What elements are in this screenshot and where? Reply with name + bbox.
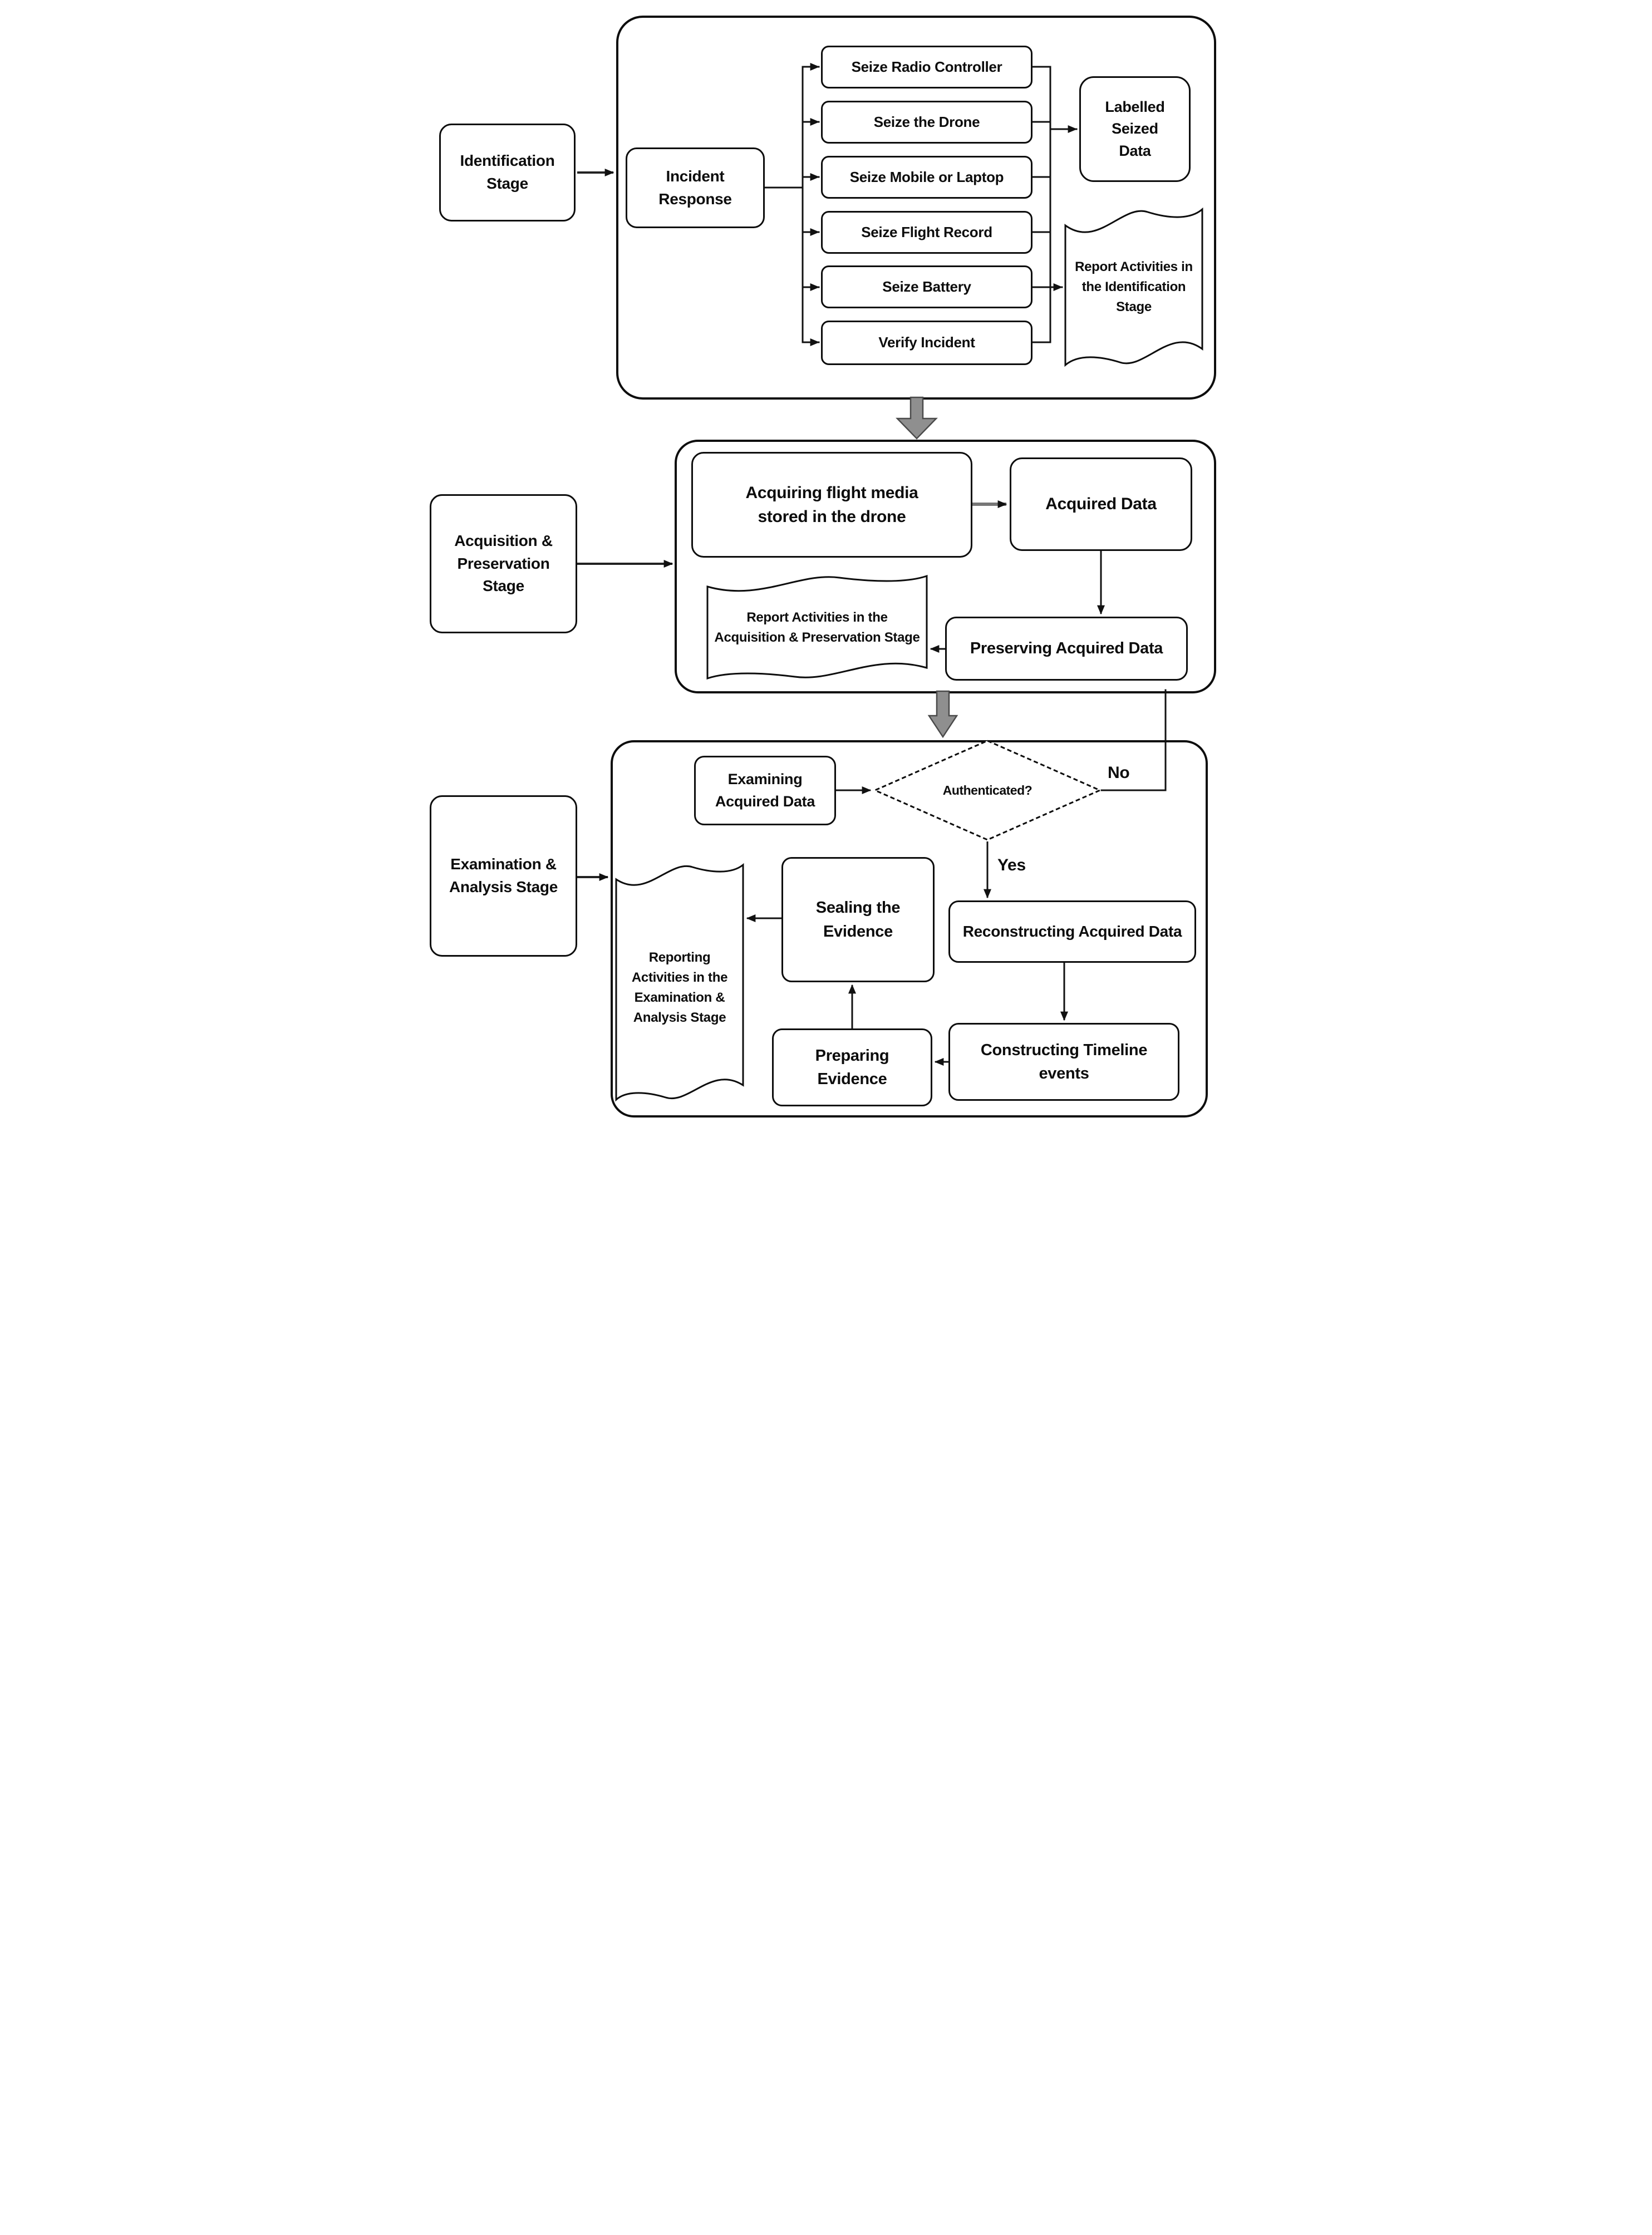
- report-acquisition-flag: Report Activities in the Acquisition & P…: [706, 572, 928, 682]
- acquisition-stage-box: Acquisition & Preservation Stage: [430, 494, 577, 633]
- incident-response-box: Incident Response: [626, 147, 765, 228]
- authenticated-decision-label: Authenticated?: [942, 782, 1032, 797]
- authenticated-decision-diamond: Authenticated?: [873, 739, 1102, 841]
- report-examination-label: Reporting Activities in the Examination …: [631, 950, 728, 1025]
- seize-the-drone-box: Seize the Drone: [821, 101, 1032, 144]
- preserving-acquired-data-box: Preserving Acquired Data: [945, 617, 1188, 681]
- block-arrow-stage1-to-stage2: [896, 396, 938, 440]
- constructing-timeline-box: Constructing Timeline events: [948, 1023, 1179, 1101]
- examining-acquired-data-box: Examining Acquired Data: [694, 756, 836, 825]
- reconstructing-acquired-data-box: Reconstructing Acquired Data: [948, 900, 1196, 963]
- acquired-data-box: Acquired Data: [1010, 457, 1192, 551]
- examination-stage-box: Examination & Analysis Stage: [430, 795, 577, 957]
- report-examination-flag: Reporting Activities in the Examination …: [615, 860, 744, 1105]
- block-arrow-stage2-to-stage3: [927, 690, 958, 739]
- labelled-seized-data-box: Labelled Seized Data: [1079, 76, 1191, 182]
- no-label: No: [1108, 764, 1130, 782]
- report-identification-label: Report Activities in the Identification …: [1075, 259, 1193, 314]
- seize-flight-record-box: Seize Flight Record: [821, 211, 1032, 254]
- verify-incident-box: Verify Incident: [821, 321, 1032, 365]
- flowchart-canvas: Identification Stage Acquisition & Prese…: [413, 0, 1239, 1118]
- report-identification-flag: Report Activities in the Identification …: [1064, 204, 1203, 371]
- yes-label: Yes: [997, 856, 1026, 874]
- report-acquisition-label: Report Activities in the Acquisition & P…: [714, 610, 920, 645]
- acquiring-flight-media-box: Acquiring flight media stored in the dro…: [691, 452, 972, 558]
- sealing-evidence-box: Sealing the Evidence: [781, 857, 935, 982]
- identification-stage-box: Identification Stage: [439, 124, 576, 221]
- preparing-evidence-box: Preparing Evidence: [772, 1028, 932, 1106]
- seize-battery-box: Seize Battery: [821, 265, 1032, 308]
- seize-mobile-or-laptop-box: Seize Mobile or Laptop: [821, 156, 1032, 199]
- seize-radio-controller-box: Seize Radio Controller: [821, 46, 1032, 88]
